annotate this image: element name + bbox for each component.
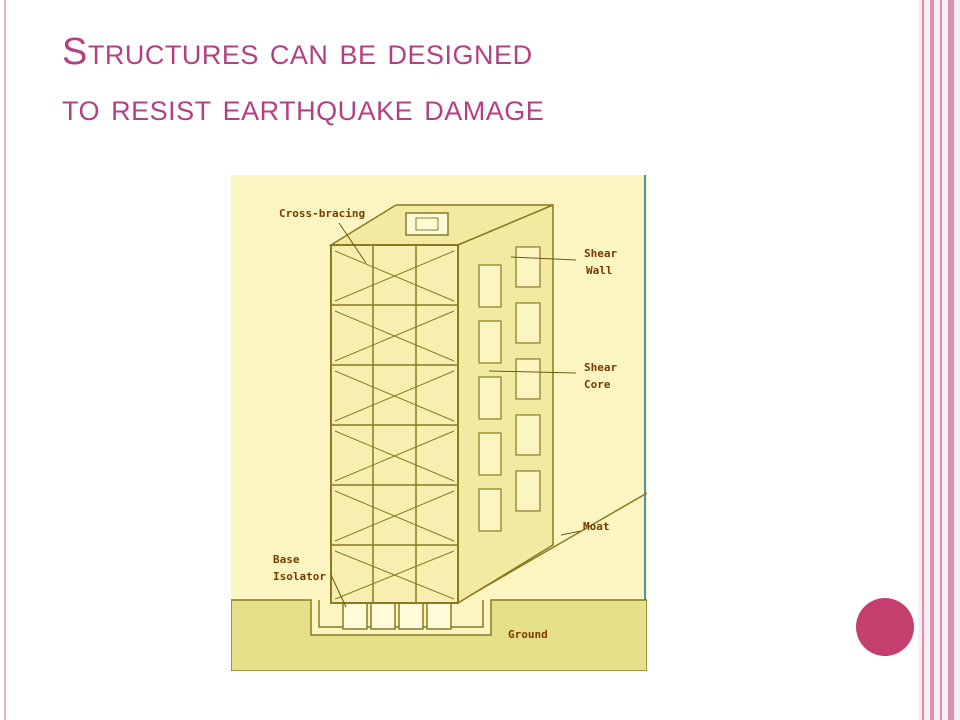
building [328,203,554,605]
label-shear-core-2: Core [584,378,611,391]
decorative-dot [856,598,914,656]
label-base-isolator-1: Base [273,553,300,566]
slide-left-border [0,0,6,720]
label-base-isolator-2: Isolator [273,570,326,583]
slide-title-line-2: to resist earthquake damage [62,87,545,129]
slide-right-decoration [918,0,960,720]
label-shear-core-1: Shear [584,361,617,374]
label-moat: Moat [583,520,610,533]
slide-title: Structures can be designed to resist ear… [62,24,862,136]
label-cross-bracing: Cross-bracing [279,207,365,220]
leader-lines [330,222,582,608]
label-shear-wall-2: Wall [586,264,613,277]
base-isolators [342,602,452,630]
label-ground: Ground [508,628,548,641]
label-shear-wall-1: Shear [584,247,617,260]
earthquake-building-diagram: Cross-bracing Shear Wall Shear Core Moat… [231,175,647,671]
slide-title-line-1: Structures can be designed [62,31,533,73]
